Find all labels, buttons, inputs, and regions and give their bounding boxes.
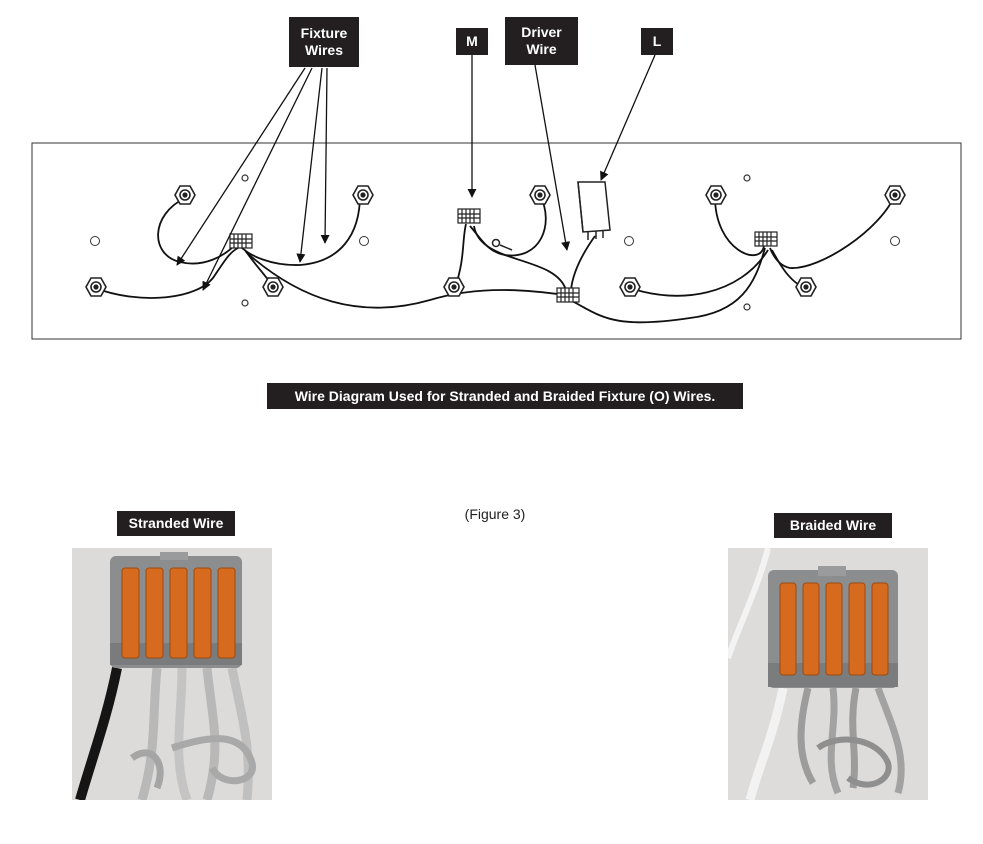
fixture-wires-label: Fixture Wires bbox=[289, 17, 359, 67]
diagram-caption: Wire Diagram Used for Stranded and Braid… bbox=[267, 383, 743, 409]
wires bbox=[94, 194, 896, 324]
callout-arrows bbox=[176, 54, 656, 291]
connector-blocks bbox=[229, 208, 778, 303]
stranded-wire-photo bbox=[72, 548, 272, 800]
driver-box bbox=[577, 181, 611, 240]
sockets bbox=[85, 185, 906, 297]
stranded-wire-label: Stranded Wire bbox=[117, 511, 235, 536]
figure-label: (Figure 3) bbox=[464, 506, 526, 522]
fixture-panel bbox=[31, 142, 962, 340]
braided-wire-photo bbox=[728, 548, 928, 800]
braided-wire-label: Braided Wire bbox=[774, 513, 892, 538]
wiring-diagram bbox=[31, 54, 962, 340]
m-label: M bbox=[456, 28, 488, 55]
l-label: L bbox=[641, 28, 673, 55]
driver-wire-label: Driver Wire bbox=[505, 17, 578, 65]
